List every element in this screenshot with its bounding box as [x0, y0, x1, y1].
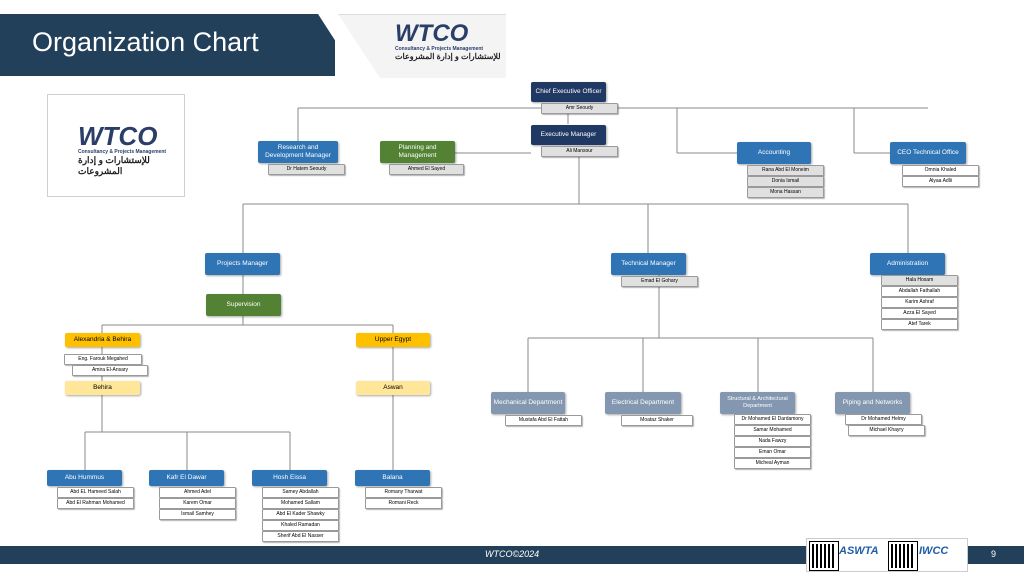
accounting-box[interactable]: Accounting: [737, 142, 811, 164]
hosh-name-2: Mohamed Sallam: [262, 498, 339, 509]
region-upper-egypt[interactable]: Upper Egypt: [356, 333, 430, 347]
mech-name-1: Mustafa Abd El Fattah: [505, 415, 582, 426]
page-title: Organization Chart: [32, 27, 259, 57]
struct-name-2: Samar Mohamed: [734, 425, 811, 436]
ceo-office-name-1: Omnia Khaled: [902, 165, 979, 176]
iwcc-badge: IWCC: [919, 545, 949, 557]
abu-name-2: Abd El Rahman Mohamed: [57, 498, 134, 509]
technical-manager-box[interactable]: Technical Manager: [611, 253, 686, 275]
admin-name-1: Hala Hosam: [881, 275, 958, 286]
exec-manager-box[interactable]: Executive Manager: [531, 125, 606, 145]
alex-name-1: Eng. Farouk Megahed: [64, 354, 142, 365]
accounting-name-1: Rana Abd El Moneim: [747, 165, 824, 176]
site-balana[interactable]: Balana: [355, 470, 430, 486]
struct-name-4: Eman Omar: [734, 447, 811, 458]
site-hosh-eissa[interactable]: Hosh Eissa: [252, 470, 327, 486]
ceo-office-name-2: Alyaa Adlii: [902, 176, 979, 187]
projects-manager-box[interactable]: Projects Manager: [205, 253, 280, 275]
admin-name-2: Abdallah Fathallah: [881, 286, 958, 297]
accounting-name-2: Donia Ismail: [747, 176, 824, 187]
page-number: 9: [991, 549, 997, 559]
admin-name-3: Karim Ashraf: [881, 297, 958, 308]
kafr-name-2: Karem Omar: [159, 498, 236, 509]
qr-code-icon: [809, 541, 839, 571]
rnd-manager-box[interactable]: Research and Development Manager: [258, 141, 338, 163]
ceo-name: Amr Seoudy: [541, 103, 618, 114]
ceo-office-box[interactable]: CEO Technical Office: [890, 142, 966, 164]
supervision-box[interactable]: Supervision: [206, 294, 281, 316]
logo-arabic: للإستشارات و إدارة المشروعات: [395, 52, 501, 61]
hosh-name-5: Sherif Abd El Nasser: [262, 531, 339, 542]
alex-name-2: Amira El-Ansary: [72, 365, 148, 376]
region-behira[interactable]: Behira: [65, 381, 140, 395]
exec-manager-name: Ali Mansour: [541, 146, 618, 157]
aswta-badge: ASWTA: [839, 545, 879, 557]
elec-name-1: Moataz Shaker: [621, 415, 693, 426]
logo-arabic-large: للإستشارات و إدارة المشروعات: [78, 155, 150, 176]
header-logo: WTCO Consultancy & Projects Management ل…: [395, 20, 505, 62]
hosh-name-4: Khaled Ramadan: [262, 520, 339, 531]
region-alexandria-behira[interactable]: Alexandria & Behira: [65, 333, 140, 347]
footer-copyright: WTCO©2024: [485, 549, 540, 559]
technical-manager-name: Emad El Gohary: [621, 276, 698, 287]
piping-name-2: Michael Khayry: [848, 425, 925, 436]
qr-code-icon: [888, 541, 918, 571]
dept-structural[interactable]: Structural & Architectural Department: [720, 392, 795, 414]
dept-piping[interactable]: Piping and Networks: [835, 392, 910, 414]
company-logo: WTCO Consultancy & Projects Management ل…: [78, 123, 178, 177]
dept-mechanical[interactable]: Mechanical Department: [491, 392, 565, 414]
dept-electrical[interactable]: Electrical Department: [605, 392, 681, 414]
abu-name-1: Abd EL Hameed Salah: [57, 487, 134, 498]
struct-name-3: Nada Fawzy: [734, 436, 811, 447]
struct-name-1: Dr Mohamed El Dardamony: [734, 414, 811, 425]
planning-box[interactable]: Planning and Management: [380, 141, 455, 163]
logo-subtitle-large: Consultancy & Projects Management: [78, 149, 167, 155]
kafr-name-3: Ismail Samhey: [159, 509, 236, 520]
hosh-name-3: Abd El Kader Shawky: [262, 509, 339, 520]
ceo-box[interactable]: Chief Executive Officer: [531, 82, 606, 102]
administration-box[interactable]: Administration: [870, 253, 945, 275]
site-abu-hummus[interactable]: Abu Hummus: [47, 470, 122, 486]
region-aswan[interactable]: Aswan: [356, 381, 430, 395]
admin-name-5: Atef Tarek: [881, 319, 958, 330]
piping-name-1: Dr Mohamed Helmy: [845, 414, 922, 425]
kafr-name-1: Ahmed Adel: [159, 487, 236, 498]
hosh-name-1: Samey Abdallah: [262, 487, 339, 498]
logo-wordmark: WTCO: [395, 20, 469, 47]
struct-name-5: Micheal Ayman: [734, 458, 811, 469]
balana-name-1: Romany Tharwat: [365, 487, 442, 498]
admin-name-4: Azza El Sayed: [881, 308, 958, 319]
company-logo-box: WTCO Consultancy & Projects Management ل…: [47, 94, 185, 197]
logo-subtitle: Consultancy & Projects Management: [395, 46, 484, 52]
planning-name: Ahmed El Sayed: [389, 164, 464, 175]
balana-name-2: Romani Reck: [365, 498, 442, 509]
logo-wordmark-large: WTCO: [78, 121, 158, 151]
event-badges: ASWTA IWCC: [806, 538, 968, 572]
accounting-name-3: Mona Hassan: [747, 187, 824, 198]
rnd-manager-name: Dr Hatem Seoudy: [268, 164, 345, 175]
title-banner: [0, 14, 335, 76]
site-kafr-el-dawar[interactable]: Kafr El Dawar: [149, 470, 224, 486]
footer-bar: [0, 546, 1024, 564]
